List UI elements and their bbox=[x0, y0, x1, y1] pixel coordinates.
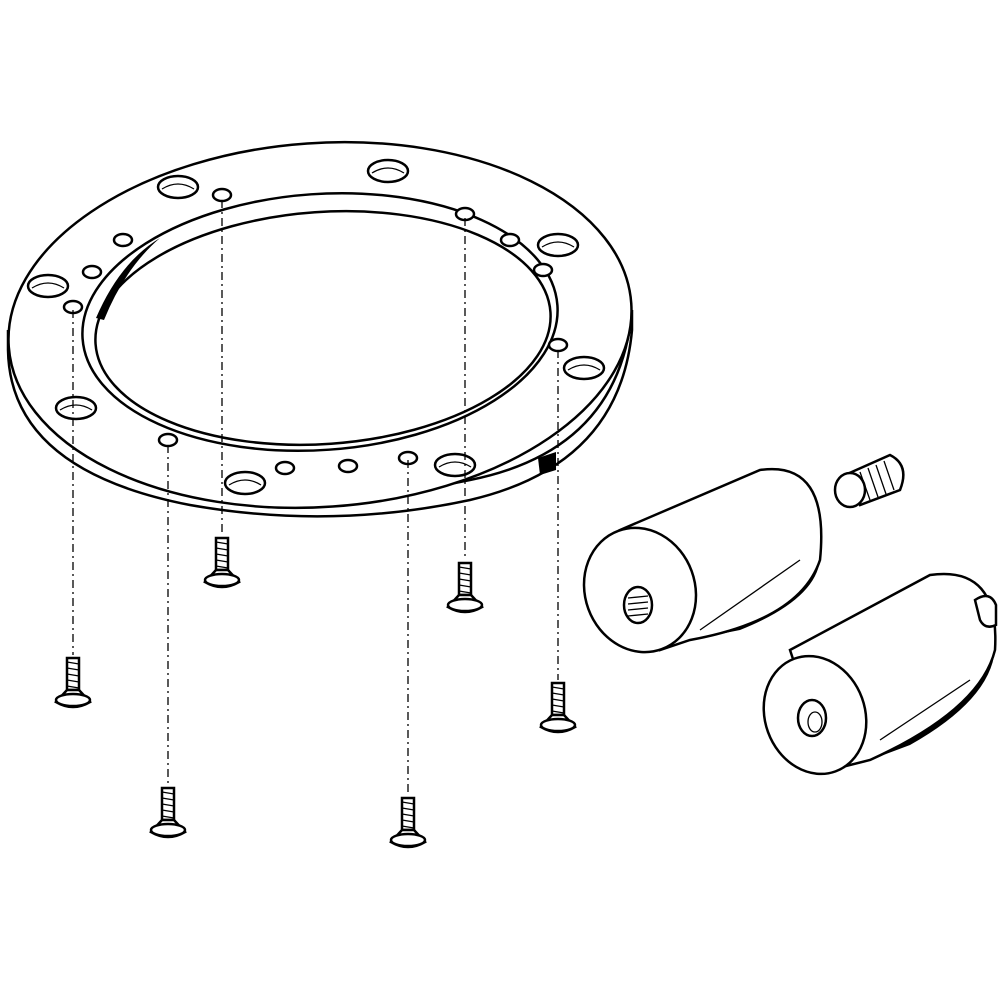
mounting-hole bbox=[433, 452, 477, 478]
countersunk-screw bbox=[446, 561, 484, 614]
set-screw bbox=[833, 453, 905, 509]
countersunk-screw bbox=[149, 786, 187, 839]
mounting-hole bbox=[156, 174, 200, 200]
mounting-hole bbox=[562, 355, 606, 381]
small-hole bbox=[274, 460, 296, 476]
mounting-ring bbox=[6, 140, 634, 518]
small-hole bbox=[112, 232, 134, 248]
stud-spacer-cylinder bbox=[762, 572, 998, 776]
ring-inner-step bbox=[81, 191, 559, 453]
countersunk-screw bbox=[539, 681, 577, 734]
small-hole bbox=[81, 264, 103, 280]
threaded-hole bbox=[622, 585, 654, 625]
small-hole bbox=[337, 458, 359, 474]
small-hole bbox=[157, 432, 179, 448]
small-hole bbox=[499, 232, 521, 248]
mounting-hole bbox=[54, 395, 98, 421]
countersunk-screw bbox=[54, 656, 92, 709]
countersunk-screw bbox=[203, 536, 241, 589]
small-hole bbox=[547, 337, 569, 353]
ring-bore-shading bbox=[96, 238, 160, 320]
mounting-hole bbox=[223, 470, 267, 496]
ring-inner-bore bbox=[94, 209, 552, 447]
through-hole bbox=[796, 698, 828, 738]
mounting-hole bbox=[536, 232, 580, 258]
small-hole bbox=[211, 187, 233, 203]
countersunk-screw bbox=[389, 796, 427, 849]
ring-edge-shading bbox=[538, 452, 556, 475]
mounting-hole bbox=[26, 273, 70, 299]
mounting-hole bbox=[366, 158, 410, 184]
threaded-spacer-cylinder bbox=[582, 467, 823, 654]
small-hole bbox=[532, 262, 554, 278]
screw-set bbox=[54, 200, 577, 849]
